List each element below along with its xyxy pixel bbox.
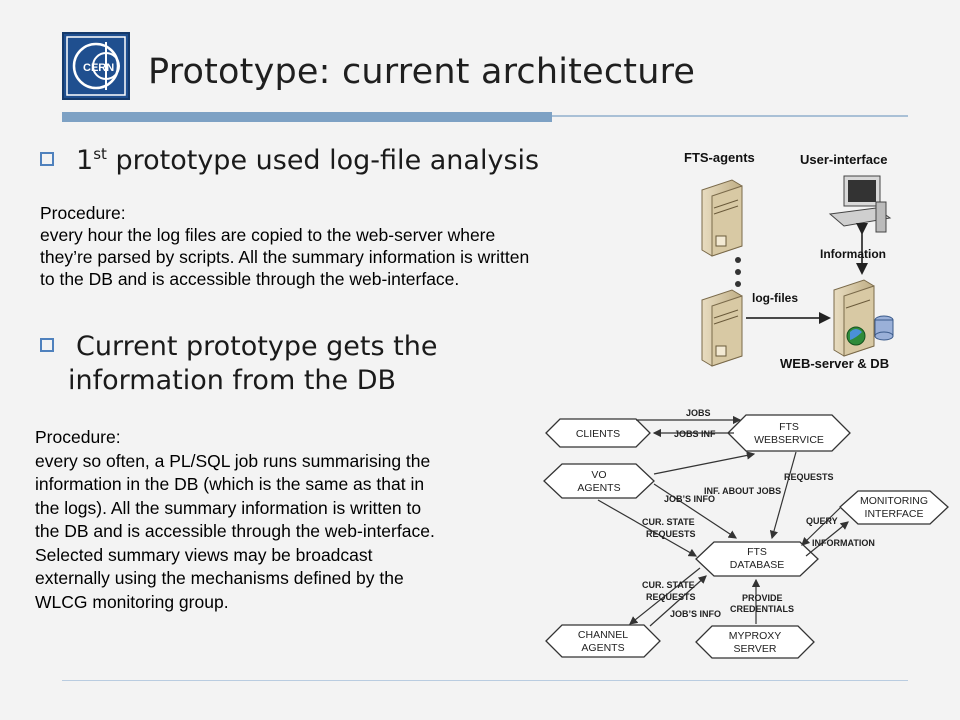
inf-about-jobs-edge-label: INF. ABOUT JOBS	[704, 486, 781, 496]
bullet-current-prototype: Current prototype gets the information f…	[40, 330, 437, 398]
procedure2-line: Selected summary views may be broadcast	[35, 544, 373, 565]
vo-agents-label: VO	[591, 469, 606, 481]
information-edge	[805, 521, 849, 557]
bullet1-pre: 1	[76, 145, 94, 176]
provide-credentials-label: PROVIDE	[742, 593, 783, 603]
user-interface-label: User-interface	[800, 152, 887, 167]
fts-agent-server-icon	[701, 179, 743, 257]
procedure2-line: information in the DB (which is the same…	[35, 474, 425, 494]
title-underline-bar	[62, 112, 552, 122]
fts-agents-label: FTS-agents	[684, 150, 755, 165]
bullet1-sup: st	[93, 145, 107, 163]
bullet-square-icon	[40, 151, 54, 166]
query-edge	[801, 507, 841, 546]
clients-node	[545, 418, 651, 448]
cern-logo: CERN	[62, 32, 130, 100]
fts-database-node	[695, 541, 819, 577]
monitoring-interface-label: INTERFACE	[865, 508, 924, 520]
procedure-2: Procedure: every so often, a PL/SQL job …	[35, 426, 435, 614]
web-server-db-icon	[833, 279, 894, 357]
fts-webservice-node	[727, 414, 851, 452]
fts-webservice-label: FTS	[779, 421, 799, 433]
information-edge-label: INFORMATION	[812, 538, 875, 548]
vo-agents-node	[543, 463, 655, 499]
fts-webservice-label: WEBSERVICE	[754, 434, 824, 446]
monitoring-interface-label: MONITORING	[860, 495, 928, 507]
ellipsis-dot	[735, 257, 741, 263]
bullet2-line: Current prototype gets the	[76, 331, 438, 362]
fts-agent-server-icon	[701, 289, 743, 367]
procedure2-heading: Procedure:	[35, 427, 121, 447]
fts-database-label: DATABASE	[730, 559, 784, 571]
procedure2-line: WLCG monitoring group.	[35, 591, 229, 612]
cur-state-requests-edge	[597, 499, 698, 557]
query-edge-label: QUERY	[806, 516, 838, 526]
procedure2-line: externally using the mechanisms defined …	[35, 568, 404, 588]
procedure-1: Procedure: every hour the log files are …	[40, 202, 529, 290]
jobs-info-edge-label: JOB’S INFO	[664, 494, 715, 504]
bullet-square-icon	[40, 337, 54, 352]
bullet2-line: information from the DB	[68, 365, 397, 396]
jobs-edge-label: JOBS	[686, 408, 711, 418]
channel-agents-label: AGENTS	[581, 642, 624, 654]
vo-agents-label: AGENTS	[577, 482, 620, 494]
cur-state-edge-label: REQUESTS	[646, 592, 696, 602]
channel-agents-label: CHANNEL	[578, 629, 628, 641]
ellipsis-dot	[735, 269, 741, 275]
myproxy-server-node	[695, 625, 815, 659]
title-underline-rule	[552, 115, 908, 117]
cur-state-edge-label: REQUESTS	[646, 529, 696, 539]
provide-credentials-label: CREDENTIALS	[730, 604, 794, 614]
myproxy-server-label: SERVER	[734, 643, 777, 655]
footer-divider	[62, 680, 908, 681]
db-architecture-diagram: CLIENTS FTS WEBSERVICE VO AGENTS MONITOR…	[543, 408, 949, 659]
ellipsis-dot	[735, 281, 741, 287]
job-info-edge	[649, 575, 707, 627]
cur-state-edge-label: CUR. STATE	[642, 580, 695, 590]
requests-edge-label: REQUESTS	[784, 472, 834, 482]
fts-database-label: FTS	[747, 546, 767, 558]
user-interface-computer-icon	[828, 175, 892, 233]
bullet1-text: prototype used log-file analysis	[106, 145, 540, 176]
inf-about-jobs-edge	[653, 451, 756, 475]
job-info-edge	[653, 483, 738, 539]
procedure2-line: the logs). All the summary information i…	[35, 497, 422, 518]
log-files-label: log-files	[752, 291, 798, 305]
jobs-info-edge-label: JOB’S INFO	[670, 609, 721, 619]
information-label: Information	[820, 247, 886, 261]
requests-edge	[769, 451, 797, 540]
slide-title: Prototype: current architecture	[148, 52, 696, 92]
monitoring-interface-node	[839, 490, 949, 525]
procedure1-heading: Procedure:	[40, 203, 126, 223]
procedure2-line: every so often, a PL/SQL job runs summar…	[35, 450, 431, 471]
cur-state-edge-label: CUR. STATE	[642, 517, 695, 527]
logo-text: CERN	[83, 62, 114, 74]
web-server-label: WEB-server & DB	[780, 356, 889, 371]
procedure1-line: to the DB and is accessible through the …	[40, 269, 460, 289]
procedure2-line: the DB and is accessible through the web…	[35, 521, 435, 541]
jobs-inf-edge-label: JOBS INF	[674, 429, 716, 439]
procedure1-line: every hour the log files are copied to t…	[40, 225, 496, 245]
clients-label: CLIENTS	[576, 428, 620, 440]
channel-agents-node	[545, 624, 661, 658]
log-file-architecture-diagram: FTS-agents User-interface Information lo	[684, 150, 894, 371]
procedure1-line: they’re parsed by scripts. All the summa…	[40, 247, 530, 267]
bullet-first-prototype: 1st prototype used log-file analysis	[40, 145, 539, 176]
cur-state-requests-edge	[629, 567, 701, 625]
myproxy-server-label: MYPROXY	[729, 630, 782, 642]
